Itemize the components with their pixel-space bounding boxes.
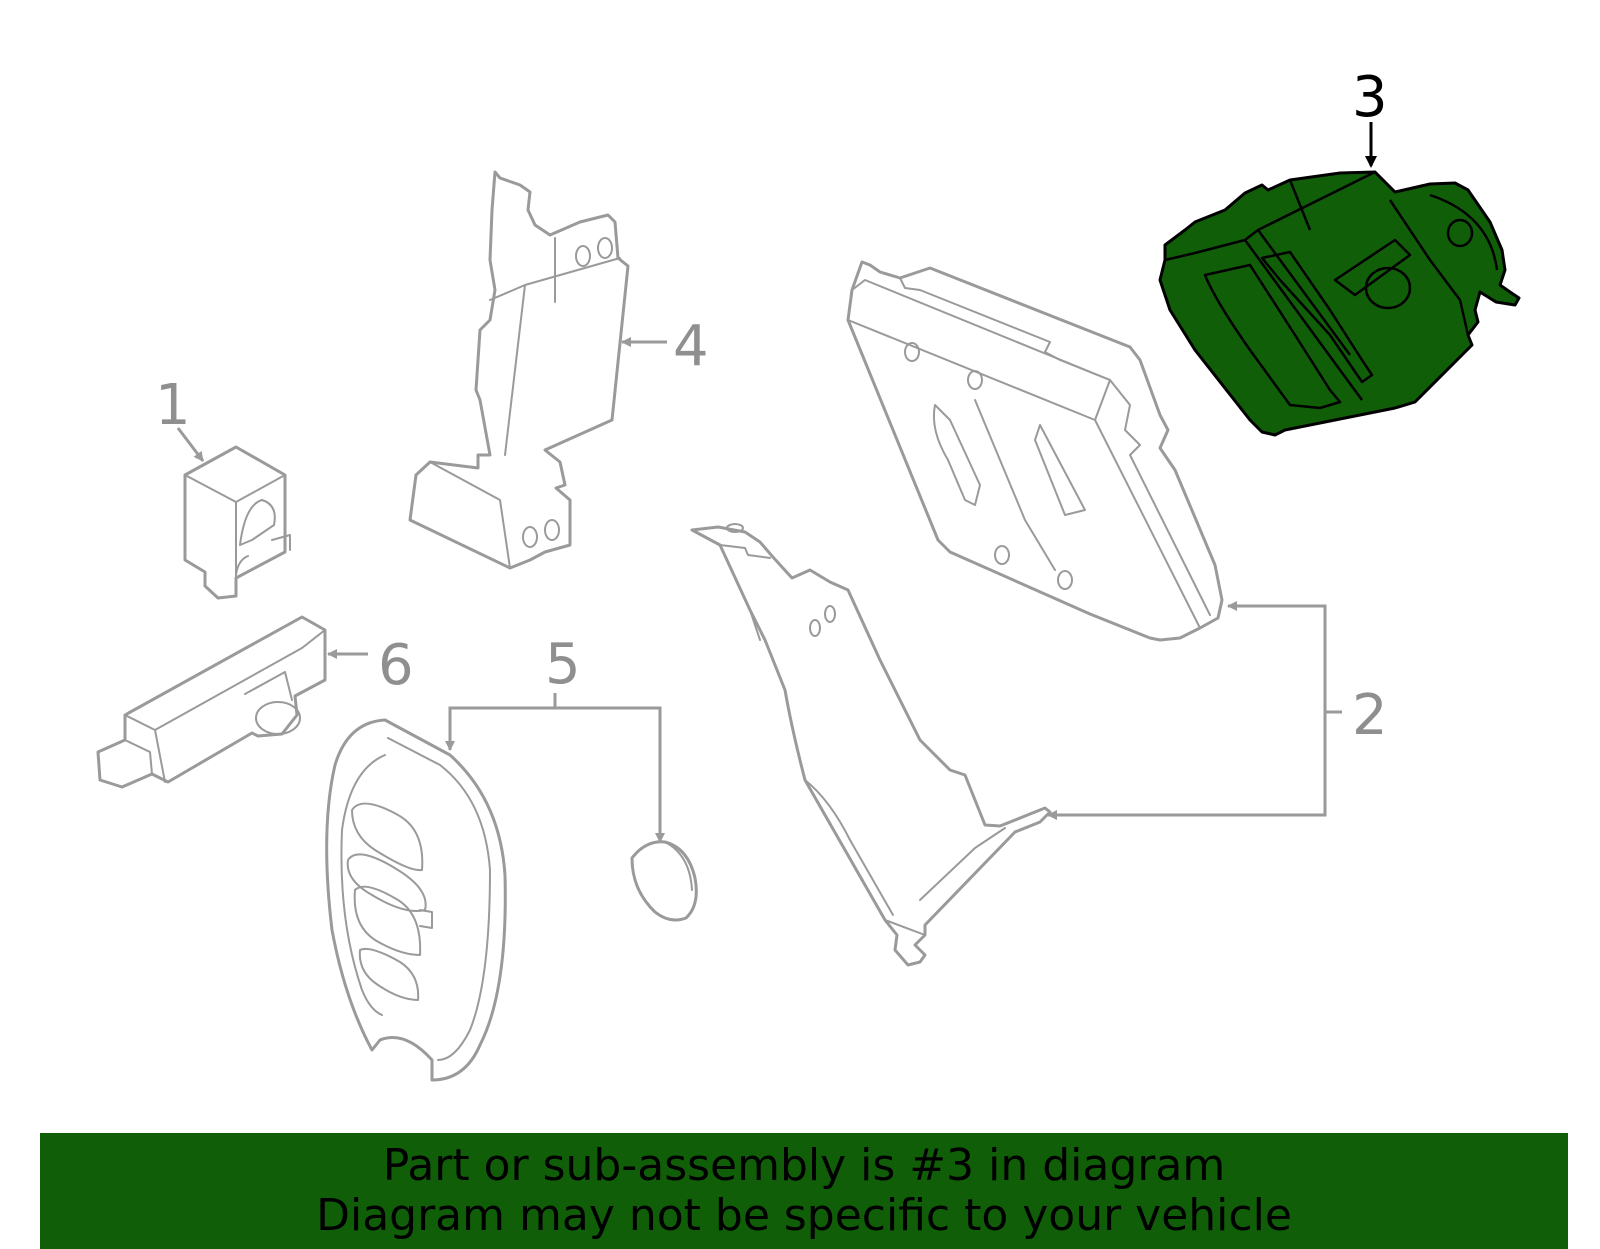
callout-6: 6 (378, 633, 414, 698)
banner-line-part: Part or sub-assembly is #3 in diagram (382, 1140, 1226, 1191)
banner-line-disclaimer: Diagram may not be specific to your vehi… (316, 1190, 1292, 1241)
callout-4: 4 (673, 314, 709, 379)
part-2-control-unit: 2 (690, 260, 1388, 967)
callout-2: 2 (1352, 683, 1388, 748)
part-6-antenna: 6 (96, 615, 414, 789)
info-banner: Part or sub-assembly is #3 in diagram Di… (40, 1133, 1568, 1249)
callout-1: 1 (155, 373, 191, 438)
callout-3: 3 (1352, 65, 1388, 130)
part-4-module: 4 (408, 170, 709, 570)
part-3-highlighted-module: 3 (1158, 65, 1521, 437)
part-5-key-fob: 5 (325, 632, 698, 1082)
callout-5: 5 (545, 632, 581, 697)
part-1-relay: 1 (155, 373, 291, 600)
